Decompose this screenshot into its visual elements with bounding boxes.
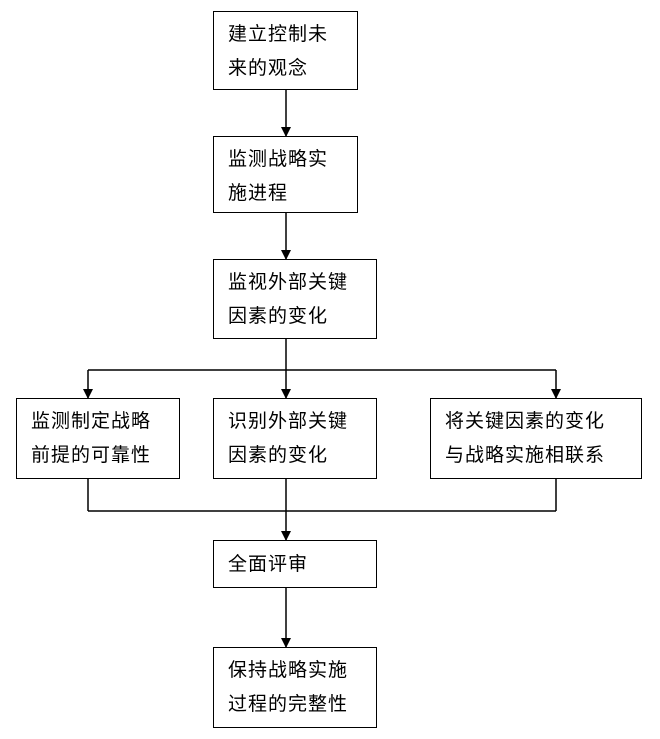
node-link-factors-to-strategy: 将关键因素的变化 与战略实施相联系 <box>430 398 642 479</box>
node-establish-control-concept: 建立控制未 来的观念 <box>213 11 358 90</box>
node-line: 监测制定战略 <box>31 410 152 432</box>
node-identify-external-changes: 识别外部关键 因素的变化 <box>213 398 377 479</box>
node-line: 保持战略实施 <box>228 659 349 681</box>
node-line: 前提的可靠性 <box>31 444 152 466</box>
node-line: 施进程 <box>228 182 289 204</box>
node-monitor-premise-reliability: 监测制定战略 前提的可靠性 <box>16 398 180 479</box>
node-line: 过程的完整性 <box>228 693 349 715</box>
node-line: 识别外部关键 <box>228 410 349 432</box>
node-line: 因素的变化 <box>228 305 329 327</box>
node-line: 建立控制未 <box>228 23 329 45</box>
node-line: 因素的变化 <box>228 444 329 466</box>
node-line: 来的观念 <box>228 57 309 79</box>
node-line: 监视外部关键 <box>228 271 349 293</box>
node-line: 监测战略实 <box>228 148 329 170</box>
node-comprehensive-review: 全面评审 <box>213 540 377 588</box>
node-line: 全面评审 <box>228 553 309 575</box>
node-monitor-strategy-progress: 监测战略实 施进程 <box>213 136 358 213</box>
node-line: 将关键因素的变化 <box>445 410 606 432</box>
node-line: 与战略实施相联系 <box>445 444 606 466</box>
node-monitor-external-factors: 监视外部关键 因素的变化 <box>213 259 377 339</box>
node-maintain-process-integrity: 保持战略实施 过程的完整性 <box>213 647 377 728</box>
